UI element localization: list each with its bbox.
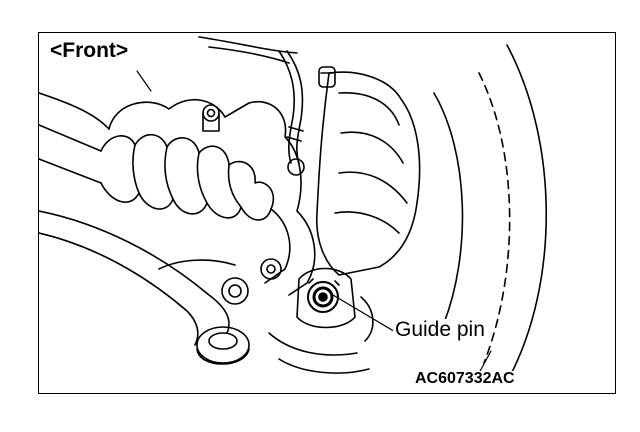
figure-code-leader-line <box>478 350 492 374</box>
technical-illustration: <Front> Guide pin AC607332AC <box>38 32 616 394</box>
guide-pin-leader-line <box>332 294 398 334</box>
brake-caliper <box>315 71 421 276</box>
brake-disc-inner-edge <box>478 72 511 364</box>
guide-pin-label: Guide pin <box>393 318 487 341</box>
brake-disc-outline <box>506 44 547 379</box>
figure-code: AC607332AC <box>413 370 517 387</box>
steering-knuckle <box>108 99 316 296</box>
knuckle-bolt <box>202 104 220 132</box>
brake-caliper-drawing <box>39 36 547 379</box>
lower-arm <box>39 210 230 334</box>
mounting-bolt-middle <box>260 258 282 280</box>
guide-pin <box>307 278 340 313</box>
ball-joint <box>196 326 250 365</box>
drive-shaft <box>39 124 102 152</box>
direction-label: <Front> <box>47 39 132 62</box>
mounting-bolt-lower <box>221 277 249 305</box>
brake-hose <box>278 50 296 164</box>
cv-joint-boot <box>100 133 275 221</box>
